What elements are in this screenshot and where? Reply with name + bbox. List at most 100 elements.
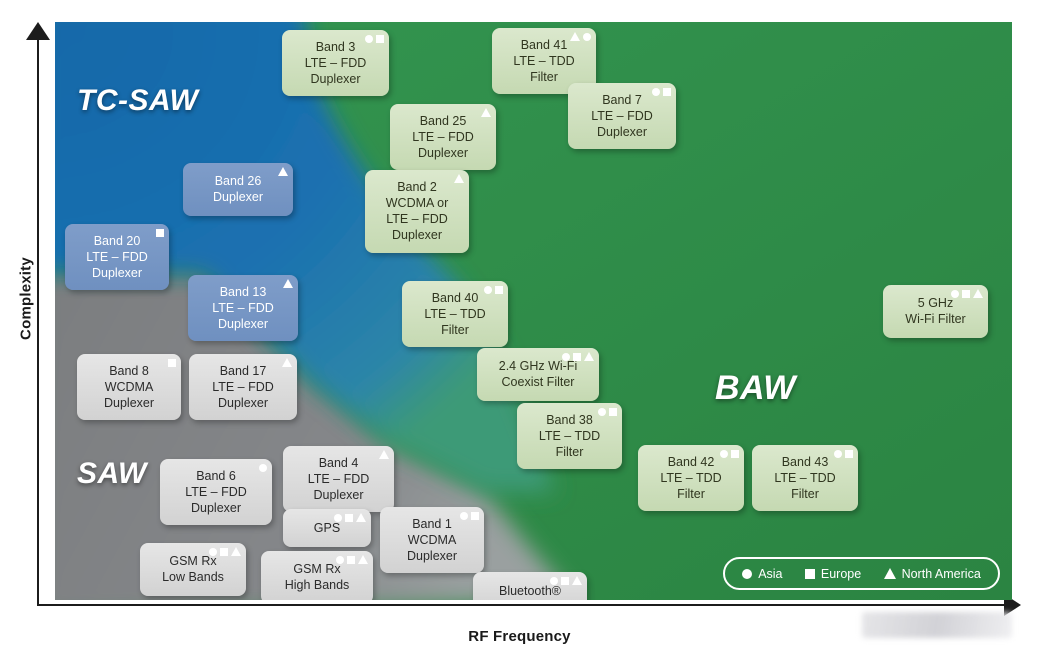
node-bluetooth[interactable]: Bluetooth® <box>473 572 587 600</box>
node-label-line: Band 8 <box>109 363 149 378</box>
node-label-line: GSM Rx <box>169 554 217 568</box>
node-label-line: Band 13 <box>219 284 267 299</box>
region-label-baw: BAW <box>715 369 796 407</box>
asia-marker-icon <box>460 511 468 520</box>
europe-marker-icon <box>731 449 739 458</box>
legend-label-europe: Europe <box>820 566 862 581</box>
node-label-line: WCDMA or <box>385 196 449 210</box>
node-label-line: LTE – FDD <box>307 471 370 486</box>
node-label-line: Duplexer <box>190 500 242 515</box>
node-label-line: Bluetooth® <box>498 583 562 598</box>
node-region-markers <box>259 463 267 472</box>
asia-marker-icon <box>562 352 570 361</box>
y-axis-arrow-icon <box>26 22 50 40</box>
y-axis-line <box>37 34 39 606</box>
asia-marker-icon <box>259 463 267 472</box>
legend-item-asia: Asia <box>742 566 783 581</box>
node-label-line: Band 4 <box>318 455 359 470</box>
asia-marker-icon <box>742 568 753 579</box>
node-label-line: Band 1 <box>412 516 452 531</box>
y-axis-label: Complexity <box>17 257 35 340</box>
node-label-line: WCDMA <box>407 532 457 547</box>
europe-marker-icon <box>962 289 970 298</box>
node-label-line: Band 25 <box>419 113 467 128</box>
node-label-line: GPS <box>313 520 341 535</box>
node-label-line: Band 20 <box>93 233 141 248</box>
node-label-line: WCDMA <box>104 379 154 394</box>
node-label-line: Filter <box>677 486 705 501</box>
europe-marker-icon <box>156 228 164 237</box>
legend-label-asia: Asia <box>758 566 783 581</box>
node-label-line: LTE – FDD <box>86 249 148 264</box>
europe-marker-icon <box>168 358 176 367</box>
legend-label-north-america: North America <box>901 566 981 581</box>
europe-marker-icon <box>561 576 569 585</box>
node-label-line: Duplexer <box>91 265 143 280</box>
watermark <box>862 612 1012 638</box>
node-label-line: LTE – TDD <box>538 428 601 443</box>
node-region-markers <box>481 108 491 117</box>
north-america-marker-icon <box>283 279 293 288</box>
node-label-line: Band 43 <box>781 454 829 469</box>
asia-marker-icon <box>720 449 728 458</box>
node-region-markers <box>168 358 176 367</box>
node-region-markers <box>282 358 292 367</box>
node-gps[interactable]: GPS <box>283 509 371 547</box>
europe-marker-icon <box>220 547 228 556</box>
north-america-marker-icon <box>278 167 288 176</box>
europe-marker-icon <box>347 555 355 564</box>
node-label-line: Filter <box>530 69 558 84</box>
asia-marker-icon <box>598 407 606 416</box>
node-region-markers <box>156 228 164 237</box>
north-america-marker-icon <box>570 32 580 41</box>
node-label-line: LTE – TDD <box>424 306 486 321</box>
node-label-line: Filter <box>441 322 469 337</box>
node-label-line: Filter <box>791 486 819 501</box>
north-america-marker-icon <box>358 555 368 564</box>
north-america-marker-icon <box>454 174 464 183</box>
europe-marker-icon <box>845 449 853 458</box>
asia-marker-icon <box>334 513 342 522</box>
legend: Asia Europe North America <box>723 557 1000 590</box>
north-america-marker-icon <box>572 576 582 585</box>
node-label-line: Duplexer <box>313 487 364 502</box>
node-label-line: LTE – FDD <box>591 108 653 123</box>
x-axis-line <box>37 604 1012 606</box>
node-label-line: Filter <box>555 444 584 459</box>
europe-marker-icon <box>495 285 503 294</box>
node-label-line: 5 GHz <box>917 296 954 310</box>
asia-marker-icon <box>583 32 591 41</box>
legend-item-north-america: North America <box>883 566 981 581</box>
node-label-line: Band 6 <box>196 468 236 483</box>
node-label-line: Duplexer <box>406 548 458 563</box>
region-label-tc-saw: TC-SAW <box>77 84 199 117</box>
node-region-markers <box>598 407 617 416</box>
node-label-line: 2.4 GHz Wi-Fi <box>498 359 578 373</box>
node-label-line: Duplexer <box>596 124 648 139</box>
asia-marker-icon <box>951 289 959 298</box>
node-region-markers <box>278 167 288 176</box>
north-america-marker-icon <box>282 358 292 367</box>
node-region-markers <box>652 87 671 96</box>
node-region-markers <box>951 289 983 298</box>
